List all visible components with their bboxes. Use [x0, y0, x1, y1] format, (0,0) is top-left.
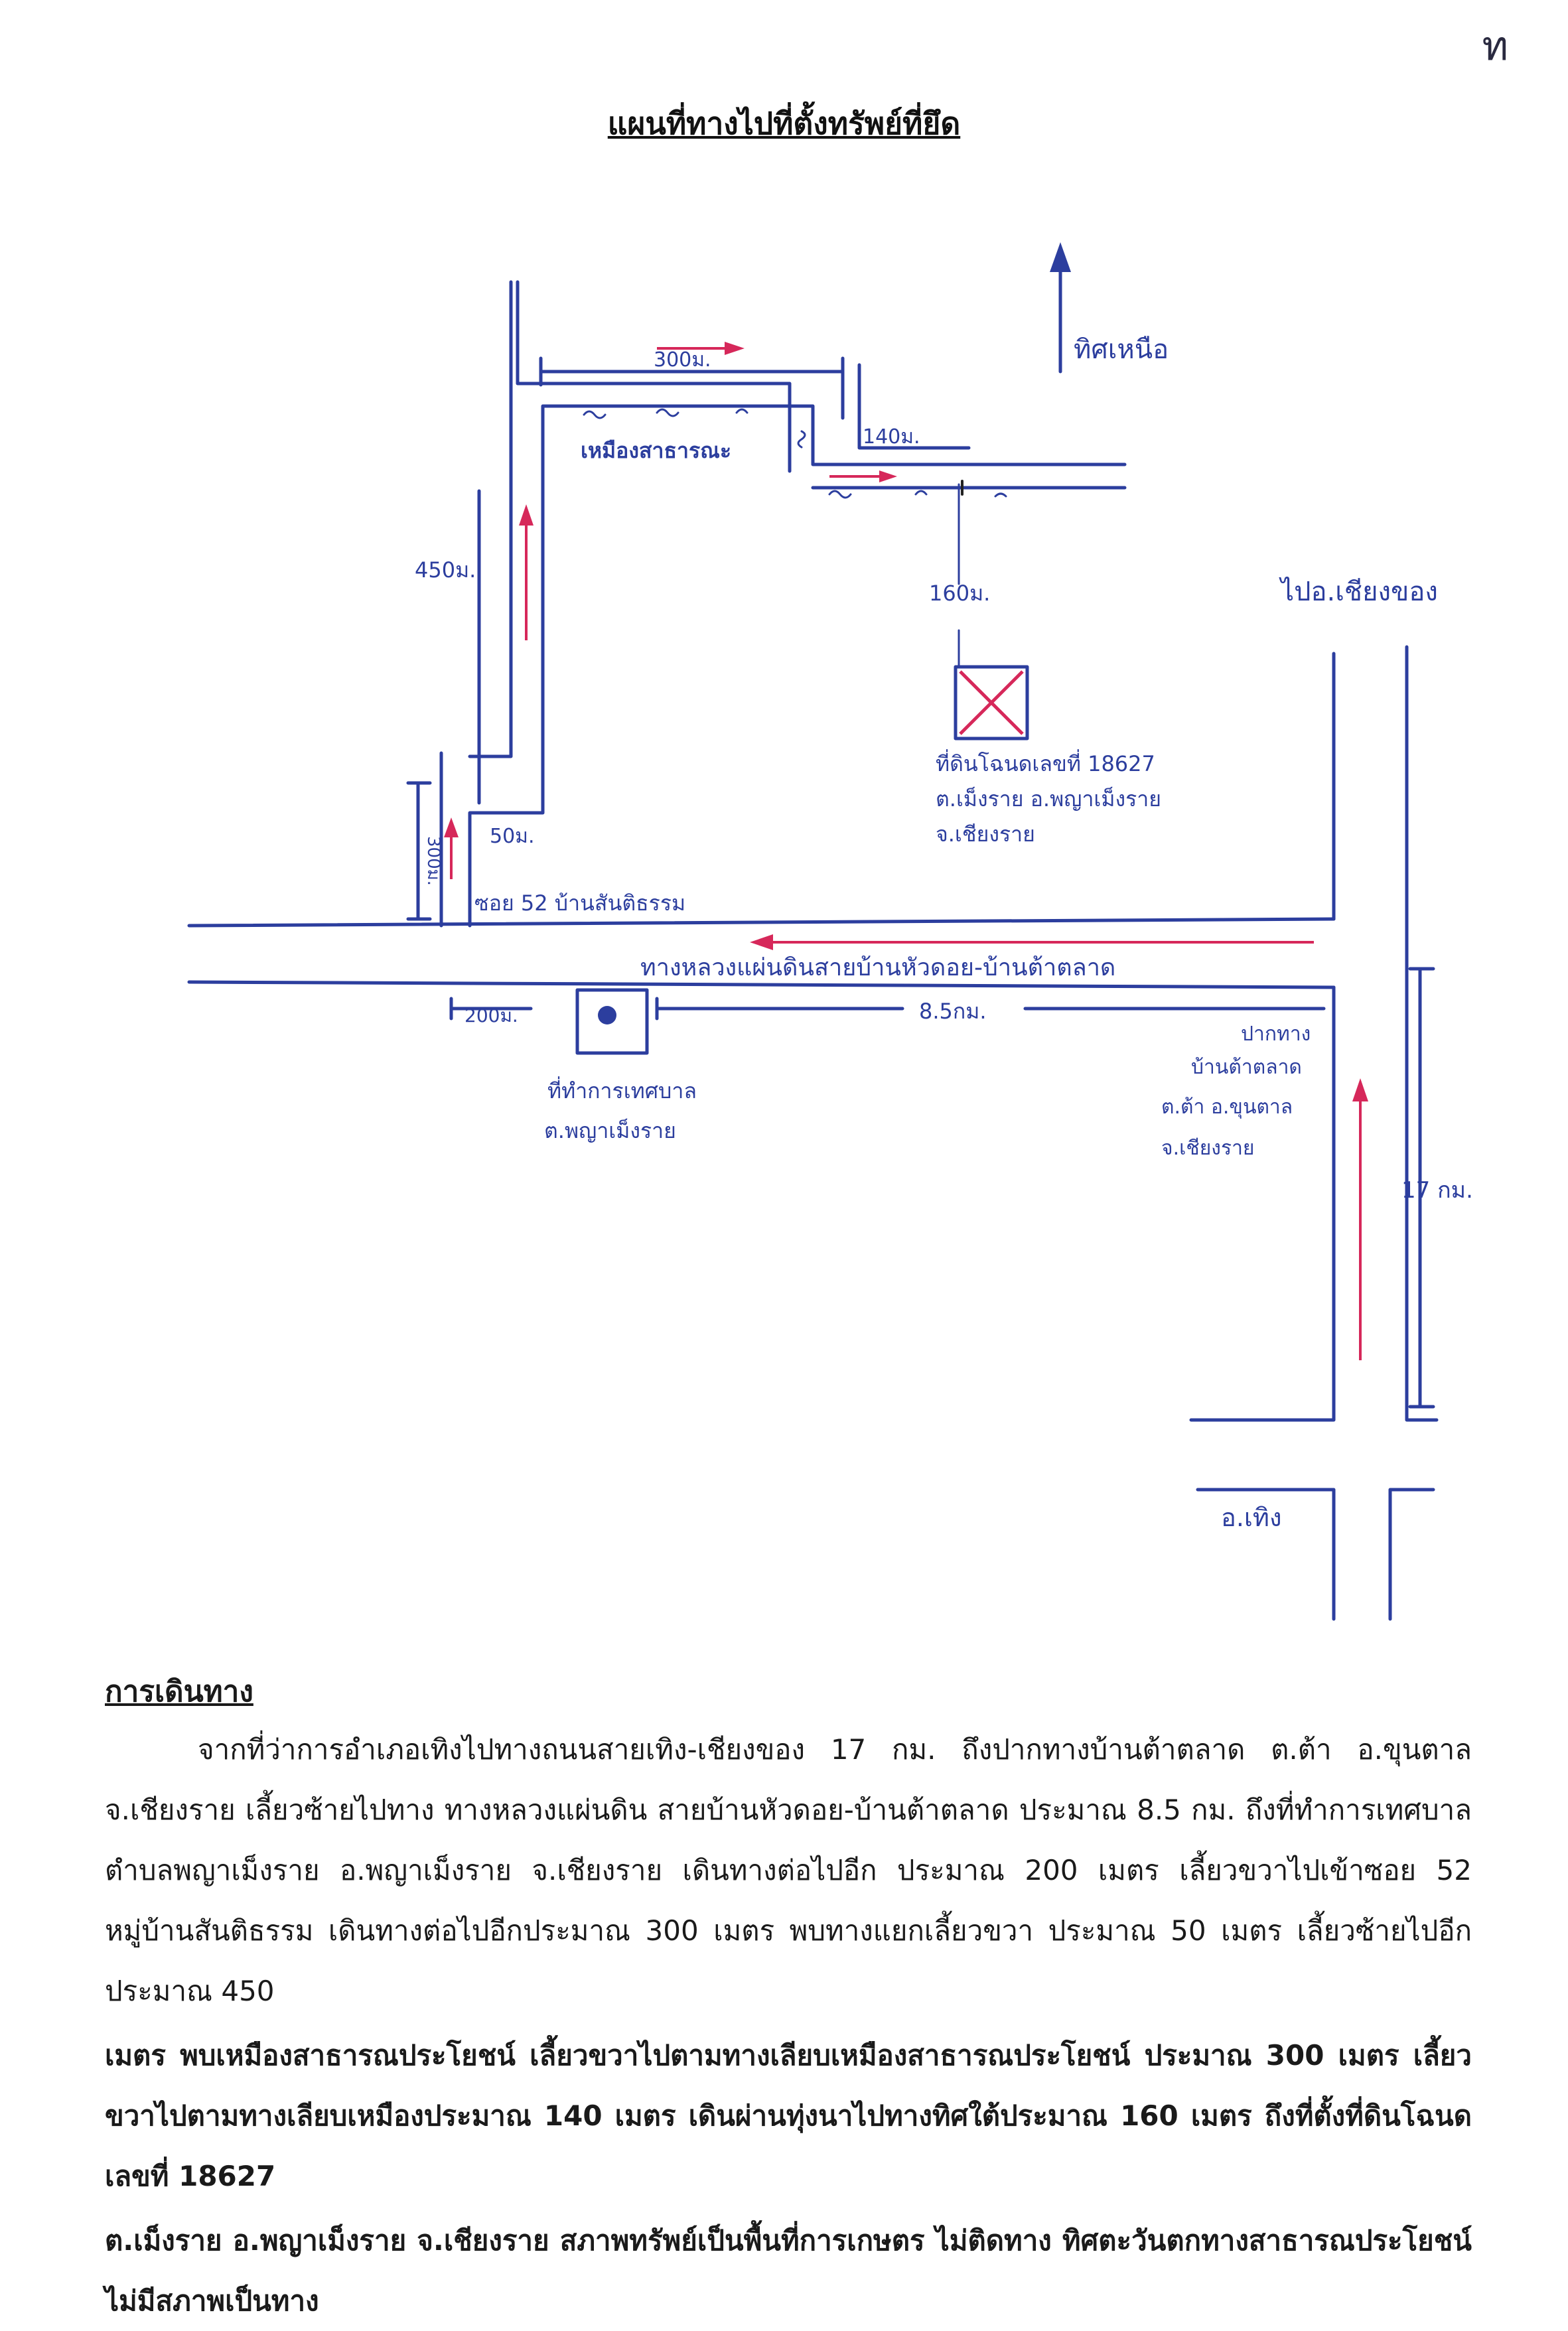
parcel-label-3: จ.เชียงราย: [936, 821, 1035, 847]
office-label-2: ต.พญาเม็งราย: [544, 1118, 676, 1143]
junction-label-3: ต.ต้า อ.ขุนตาล: [1161, 1095, 1293, 1119]
parcel-box: [954, 665, 1029, 741]
arrow-highway-west: [750, 934, 1314, 950]
highway-south-edge: [187, 980, 1336, 989]
dim-8-5km-line: [655, 997, 1326, 1021]
location-map: ทิศเหนือ ไปอ.เชียงของ อ.เทิง เหมืองสาธาร…: [187, 242, 1473, 1621]
north-icon: [1050, 242, 1071, 272]
parcel-label-1: ที่ดินโฉนดเลขที่ 18627: [936, 749, 1155, 776]
dim-300m-label: 300ม.: [654, 348, 711, 372]
dim-450m-label: 450ม.: [415, 557, 476, 583]
canal-upper-edge: [516, 280, 792, 473]
to-thoeng-label: อ.เทิง: [1221, 1503, 1282, 1532]
highway-north-edge: [187, 917, 1336, 928]
highway-label: ทางหลวงแผ่นดินสายบ้านหัวดอย-บ้านต้าตลาด: [640, 954, 1115, 981]
arrow-canal2-east: [829, 470, 897, 482]
dim-300m-soi-line: [406, 781, 432, 921]
canal-wave-marks: [583, 408, 1007, 499]
page-number: ท: [1482, 23, 1508, 70]
junction-label-4: จ.เชียงราย: [1161, 1137, 1255, 1160]
route-paragraph-3: ต.เม็งราย อ.พญาเม็งราย จ.เชียงราย สภาพทร…: [105, 2210, 1472, 2331]
route-heading: การเดินทาง: [105, 1675, 253, 1709]
route-paragraph-3-text: ต.เม็งราย อ.พญาเม็งราย จ.เชียงราย สภาพทร…: [105, 2224, 1472, 2317]
dim-200m-line: [449, 997, 533, 1021]
parcel-cross-icon: [959, 670, 1024, 735]
dim-300m-soi-label: 300ม.: [423, 836, 443, 886]
arrow-tc-north: [1352, 1078, 1368, 1360]
tc-road-east-edge: [1405, 645, 1439, 1422]
route-paragraph-2: เมตร พบเหมืองสาธารณประโยชน์ เลี้ยวขวาไปต…: [105, 2025, 1472, 2206]
dim-8-5km-label: 8.5กม.: [919, 999, 987, 1024]
route-section: การเดินทาง จากที่ว่าการอำเภอเทิงไปทางถนน…: [105, 1669, 1472, 2331]
office-marker: [598, 1006, 616, 1024]
arrow-canal-east: [657, 342, 745, 355]
tc-road-west-lower: [1196, 1488, 1336, 1621]
lane-west-edge: [468, 280, 513, 758]
arrow-lane-north: [519, 504, 534, 640]
arrow-soi-north: [444, 817, 459, 879]
north-label: ทิศเหนือ: [1074, 334, 1169, 365]
canal-label: เหมืองสาธารณะ: [581, 438, 731, 463]
dim-200m-label: 200ม.: [464, 1005, 518, 1026]
dim-50m-label: 50ม.: [490, 825, 535, 848]
dim-300m-line: [539, 356, 845, 420]
tc-road-east-lower: [1388, 1488, 1435, 1621]
page-title: แผนที่ทางไปที่ตั้งทรัพย์ที่ยึด: [607, 106, 961, 141]
dim-140m-line: [857, 363, 971, 450]
soi-east-edge: [468, 404, 1127, 928]
soi-label: ซอย 52 บ้านสันติธรรม: [474, 890, 685, 916]
dim-160m-label: 160ม.: [929, 581, 990, 606]
junction-label-2: บ้านต้าตลาด: [1191, 1056, 1302, 1079]
route-paragraph-1: จากที่ว่าการอำเภอเทิงไปทางถนนสายเทิง-เชี…: [105, 1733, 1472, 2007]
tc-road-west-edge-south: [1189, 985, 1336, 1422]
office-building: [575, 988, 649, 1055]
dim-17km-label: 17 กม.: [1401, 1177, 1473, 1204]
junction-label-1: ปากทาง: [1241, 1023, 1311, 1046]
office-label-1: ที่ทำการเทศบาล: [547, 1076, 697, 1103]
dim-17km-line: [1408, 967, 1435, 1409]
dim-140m-label: 140ม.: [863, 425, 920, 449]
to-chiang-khong-label: ไปอ.เชียงของ: [1279, 577, 1438, 607]
parcel-label-2: ต.เม็งราย อ.พญาเม็งราย: [936, 786, 1161, 812]
route-paragraph-2-text: เมตร พบเหมืองสาธารณประโยชน์ เลี้ยวขวาไปต…: [105, 2039, 1472, 2192]
